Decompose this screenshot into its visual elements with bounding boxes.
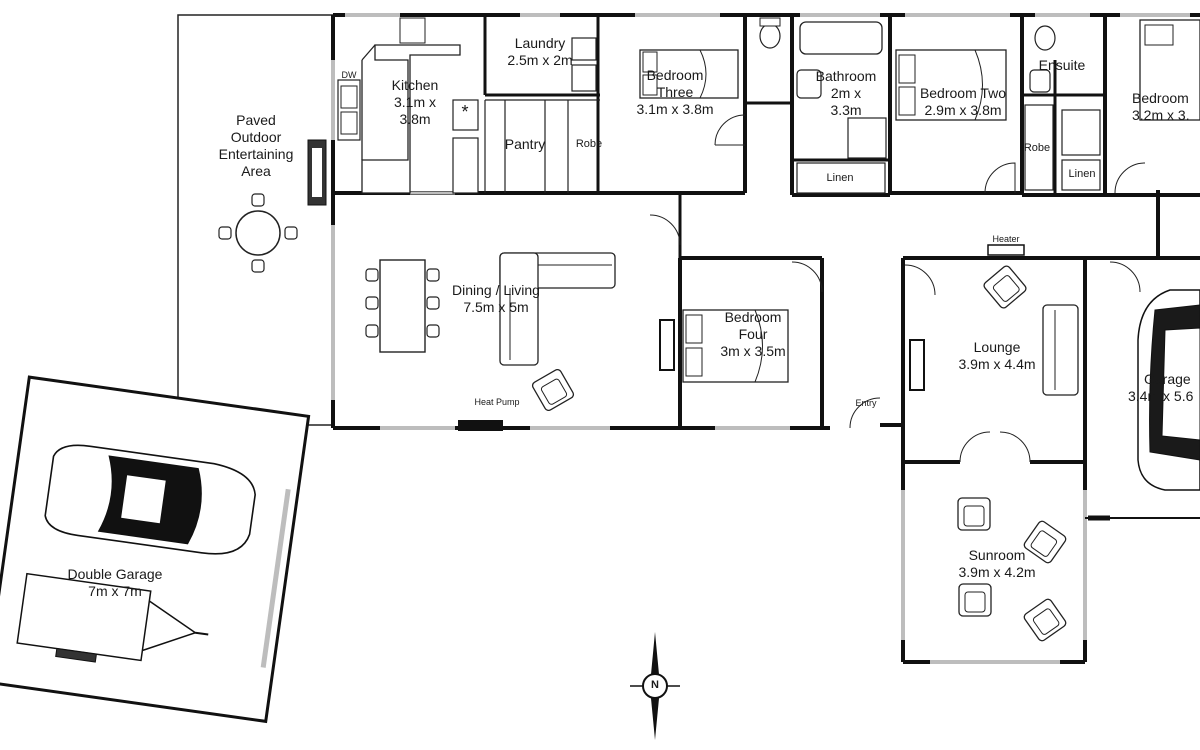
ensuite-fixtures bbox=[1029, 25, 1101, 156]
bedroom-four-name-line-2: Four bbox=[738, 326, 768, 343]
robe-label-bedroom-two: Robe bbox=[1023, 142, 1051, 154]
kitchen bbox=[337, 17, 479, 194]
outdoor-name-line-2: Outdoor bbox=[230, 129, 282, 146]
bedroom-three-dims: 3.1m x 3.8m bbox=[636, 101, 714, 118]
linen-label-bathroom: Linen bbox=[826, 172, 854, 184]
linen-label-ensuite: Linen bbox=[1068, 168, 1096, 180]
garage-label: Garage 3.4m x 5.6 bbox=[1128, 371, 1200, 405]
robe-label-laundry: Robe bbox=[575, 138, 603, 150]
garage-dims: 3.4m x 5.6 bbox=[1128, 388, 1194, 405]
bedroom-one-dims: 3.2m x 3. bbox=[1132, 107, 1190, 124]
outdoor-name-line-3: Entertaining bbox=[218, 146, 294, 163]
robe-cupboard bbox=[1024, 104, 1054, 191]
fireplace bbox=[307, 139, 327, 206]
trailer-icon bbox=[16, 572, 209, 663]
dining-living-name: Dining / Living bbox=[452, 282, 540, 298]
bathroom-name: Bathroom bbox=[815, 68, 877, 84]
bathroom-fixtures bbox=[759, 17, 887, 159]
bedroom-three-name-line-1: Bedroom bbox=[646, 67, 704, 83]
pantry-name: Pantry bbox=[504, 136, 546, 152]
lounge-dims: 3.9m x 4.4m bbox=[958, 356, 1036, 373]
compass-north-label: N bbox=[651, 679, 659, 691]
double-garage-label: Double Garage 7m x 7m bbox=[55, 566, 175, 600]
bedroom-three-label: Bedroom Three 3.1m x 3.8m bbox=[625, 67, 725, 118]
bedroom-two-door bbox=[984, 162, 1016, 194]
double-garage-name: Double Garage bbox=[67, 566, 163, 582]
bedroom-four-dims: 3m x 3.5m bbox=[720, 343, 786, 360]
garage-name: Garage bbox=[1144, 371, 1191, 387]
lounge-name: Lounge bbox=[973, 339, 1021, 355]
bedroom-four-bed bbox=[682, 309, 789, 383]
lounge-label: Lounge 3.9m x 4.4m bbox=[945, 339, 1049, 373]
dishwasher-label: DW bbox=[341, 70, 357, 80]
north-arrow-icon bbox=[630, 632, 680, 740]
outdoor-area bbox=[177, 14, 335, 426]
laundry-fixtures bbox=[571, 37, 597, 92]
outdoor-name-line-1: Paved bbox=[236, 112, 276, 128]
ensuite-linen bbox=[1061, 159, 1101, 191]
bedroom-three-name-line-2: Three bbox=[656, 84, 694, 101]
kitchen-dims-line-2: 3.8m bbox=[399, 111, 431, 128]
pantry-label: Pantry bbox=[498, 136, 552, 153]
kitchen-dims-line-1: 3.1m x bbox=[393, 94, 436, 111]
double-garage-dims: 7m x 7m bbox=[88, 583, 142, 600]
heat-pump-unit bbox=[458, 420, 503, 428]
car-icon bbox=[44, 444, 256, 555]
bedroom-one-label: Bedroom 3.2m x 3. bbox=[1132, 90, 1200, 124]
sunroom-dims: 3.9m x 4.2m bbox=[958, 564, 1036, 581]
dining-door bbox=[649, 214, 681, 246]
garage-door bbox=[1109, 261, 1141, 293]
bathroom-dims-line-1: 2m x bbox=[830, 85, 862, 102]
lounge-furniture bbox=[904, 244, 1079, 463]
bedroom-four-door bbox=[791, 261, 823, 293]
bedroom-four-name-line-1: Bedroom bbox=[724, 309, 782, 325]
dining-living-label: Dining / Living 7.5m x 5m bbox=[440, 282, 552, 316]
ensuite-name: Ensuite bbox=[1038, 57, 1086, 73]
laundry-dims: 2.5m x 2m bbox=[507, 52, 573, 69]
armchair bbox=[530, 367, 576, 413]
bathroom-label: Bathroom 2m x 3.3m bbox=[810, 68, 882, 119]
entry-door bbox=[849, 397, 881, 429]
dining-living-dims: 7.5m x 5m bbox=[463, 299, 529, 316]
house-walls bbox=[331, 13, 1200, 664]
bathroom-dims-line-2: 3.3m bbox=[830, 102, 862, 119]
dining-table bbox=[365, 259, 440, 353]
laundry-label: Laundry 2.5m x 2m bbox=[492, 35, 588, 69]
sunroom-label: Sunroom 3.9m x 4.2m bbox=[945, 547, 1049, 581]
kitchen-label: Kitchen 3.1m x 3.8m bbox=[380, 77, 450, 128]
entry-label: Entry bbox=[855, 398, 877, 408]
garage-car bbox=[1137, 289, 1200, 491]
kitchen-name: Kitchen bbox=[391, 77, 439, 93]
heat-pump-label: Heat Pump bbox=[474, 397, 520, 407]
outdoor-area-label: Paved Outdoor Entertaining Area bbox=[210, 112, 302, 180]
bedroom-three-door bbox=[714, 114, 746, 146]
bedroom-two-name: Bedroom Two bbox=[919, 85, 1007, 101]
bedroom-four-heater bbox=[659, 319, 675, 371]
heater-label: Heater bbox=[992, 234, 1020, 244]
sunroom-name: Sunroom bbox=[968, 547, 1026, 563]
bedroom-two-bed bbox=[895, 49, 1007, 121]
bedroom-one-door bbox=[1114, 162, 1146, 194]
outdoor-table bbox=[218, 193, 298, 273]
ensuite-label: Ensuite bbox=[1032, 57, 1092, 74]
bedroom-three-bed bbox=[639, 49, 739, 99]
double-garage bbox=[0, 375, 311, 724]
linen-cupboard bbox=[796, 162, 886, 194]
bedroom-one-name: Bedroom bbox=[1132, 90, 1189, 106]
pantry-shelves bbox=[484, 99, 600, 193]
bedroom-two-label: Bedroom Two 2.9m x 3.8m bbox=[912, 85, 1014, 119]
bedroom-two-dims: 2.9m x 3.8m bbox=[924, 102, 1002, 119]
sofa-l-shaped bbox=[499, 252, 616, 366]
cooktop-icon: * bbox=[461, 102, 469, 122]
bedroom-four-label: Bedroom Four 3m x 3.5m bbox=[705, 309, 801, 360]
outdoor-name-line-4: Area bbox=[241, 163, 271, 180]
laundry-name: Laundry bbox=[514, 35, 566, 51]
bedroom-one-bed bbox=[1139, 19, 1200, 121]
